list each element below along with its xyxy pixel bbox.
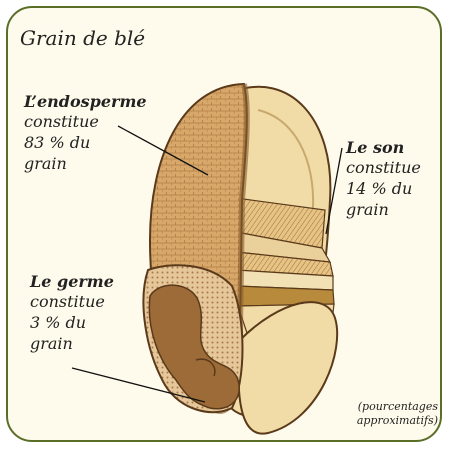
endosperm-name: L’endosperme	[24, 92, 147, 111]
note-line2: approximatifs)	[357, 414, 438, 428]
approximate-note: (pourcentages approximatifs)	[357, 400, 438, 428]
bran-line3: grain	[346, 199, 421, 220]
endosperm-line2: 83 % du	[24, 132, 147, 153]
germ-name: Le germe	[30, 272, 114, 291]
bran-name: Le son	[346, 138, 421, 157]
endosperm-line3: grain	[24, 153, 147, 174]
germ-line2: 3 % du	[30, 312, 114, 333]
bran-line1: constitue	[346, 157, 421, 178]
germ-label: Le germe constitue 3 % du grain	[30, 272, 114, 354]
diagram-title: Grain de blé	[20, 26, 145, 50]
germ-line3: grain	[30, 333, 114, 354]
bran-line2: 14 % du	[346, 178, 421, 199]
endosperm-label: L’endosperme constitue 83 % du grain	[24, 92, 147, 174]
germ-line1: constitue	[30, 291, 114, 312]
endosperm-line1: constitue	[24, 111, 147, 132]
note-line1: (pourcentages	[357, 400, 438, 414]
bran-label: Le son constitue 14 % du grain	[346, 138, 421, 220]
